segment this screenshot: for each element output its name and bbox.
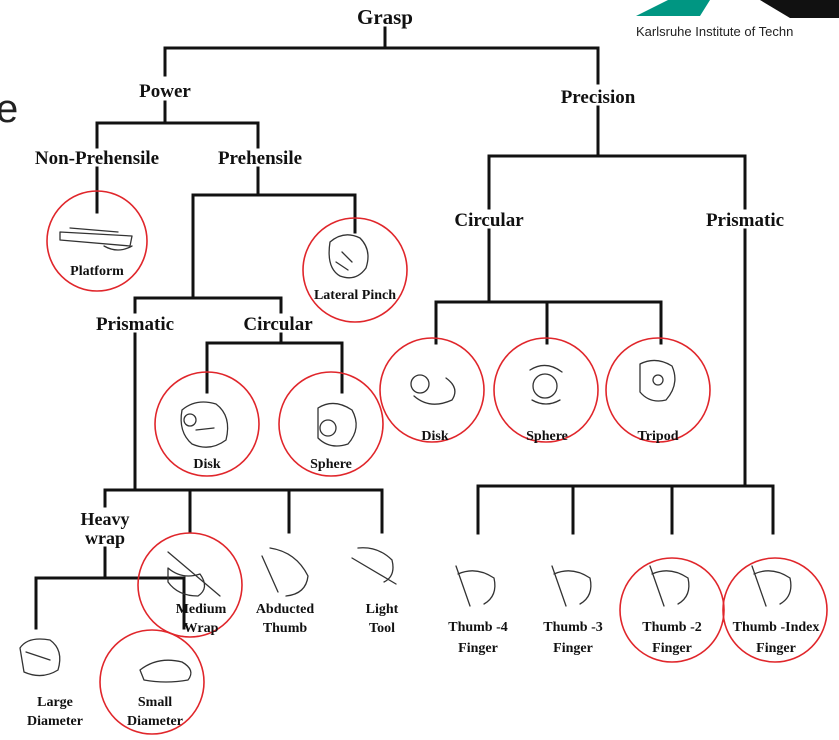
label-light-tool-2: Tool (369, 621, 395, 636)
lateral-pinch-ring (302, 217, 408, 323)
label-heavy-wrap-2: wrap (85, 528, 125, 548)
precision-sphere-hand-icon (529, 364, 563, 405)
label-thumb-3-finger-1: Thumb -3 (543, 620, 603, 635)
medium-wrap-ring (137, 532, 243, 638)
large-diameter-hand-icon (19, 638, 61, 677)
kit-logo-text: Karlsruhe Institute of Techn (636, 24, 793, 39)
clipped-slide-text: e (0, 87, 18, 131)
label-power-circular: Circular (243, 314, 313, 335)
label-thumb-4-finger-2: Finger (458, 641, 498, 656)
label-precision: Precision (561, 87, 636, 108)
label-precision-disk: Disk (421, 429, 448, 444)
label-power: Power (139, 81, 191, 102)
label-thumb-3-finger-2: Finger (553, 641, 593, 656)
label-tripod: Tripod (638, 429, 679, 444)
thumb-2-finger-ring (619, 557, 725, 663)
lateral-pinch-hand-icon (328, 234, 369, 279)
label-lateral-pinch: Lateral Pinch (314, 288, 396, 303)
thumb-2-finger-hand-icon (649, 565, 690, 607)
hand-sketches (19, 227, 792, 683)
label-precision-circular: Circular (454, 210, 524, 231)
label-medium-wrap-1: Medium (176, 602, 227, 617)
precision-disk-hand-icon (410, 374, 456, 405)
small-diameter-ring (99, 629, 205, 735)
platform-hand-icon (59, 227, 133, 251)
label-platform: Platform (70, 264, 124, 279)
label-large-diameter-1: Large (37, 695, 73, 710)
label-light-tool-1: Light (366, 602, 399, 617)
highlight-rings (46, 190, 828, 735)
label-heavy-wrap-1: Heavy (81, 509, 130, 529)
label-thumb-2-finger-2: Finger (652, 641, 692, 656)
precision-disk-ring (379, 337, 485, 443)
label-power-disk: Disk (193, 457, 220, 472)
label-precision-sphere: Sphere (526, 429, 568, 444)
label-large-diameter-2: Diameter (27, 714, 83, 729)
label-power-prismatic: Prismatic (96, 314, 174, 335)
kit-logo-green-mark (636, 0, 710, 16)
label-small-diameter-2: Diameter (127, 714, 183, 729)
label-thumb-2-finger-1: Thumb -2 (642, 620, 702, 635)
label-medium-wrap-2: Wrap (184, 621, 219, 636)
power-disk-ring (154, 371, 260, 477)
label-power-sphere: Sphere (310, 457, 352, 472)
thumb-3-finger-hand-icon (551, 565, 592, 607)
label-thumb-index-finger-1: Thumb -Index (733, 620, 820, 635)
label-precision-prismatic: Prismatic (706, 210, 784, 231)
label-small-diameter-1: Small (138, 695, 172, 710)
thumb-index-finger-hand-icon (751, 565, 792, 607)
precision-sphere-ring (493, 337, 599, 443)
label-abducted-thumb-1: Abducted (256, 602, 315, 617)
kit-logo: Karlsruhe Institute of Techn (636, 0, 839, 39)
thumb-index-finger-ring (722, 557, 828, 663)
light-tool-hand-icon (351, 547, 397, 585)
power-sphere-ring (278, 371, 384, 477)
tree-connectors (34, 26, 775, 630)
label-abducted-thumb-2: Thumb (263, 621, 308, 636)
kit-logo-black-mark (760, 0, 839, 18)
label-thumb-index-finger-2: Finger (756, 641, 796, 656)
node-labels: Grasp Power Precision Non-Prehensile Pre… (27, 5, 819, 729)
power-disk-hand-icon (180, 401, 229, 448)
small-diameter-hand-icon (139, 659, 192, 683)
label-thumb-4-finger-1: Thumb -4 (448, 620, 508, 635)
thumb-4-finger-hand-icon (455, 565, 496, 607)
platform-ring (46, 190, 148, 292)
power-sphere-hand-icon (317, 402, 357, 447)
tripod-hand-icon (639, 359, 676, 402)
medium-wrap-hand-icon (167, 551, 221, 597)
abducted-thumb-hand-icon (261, 547, 309, 597)
label-non-prehensile: Non-Prehensile (35, 148, 159, 169)
label-grasp: Grasp (357, 5, 413, 29)
tripod-ring (605, 337, 711, 443)
label-prehensile: Prehensile (218, 148, 302, 169)
